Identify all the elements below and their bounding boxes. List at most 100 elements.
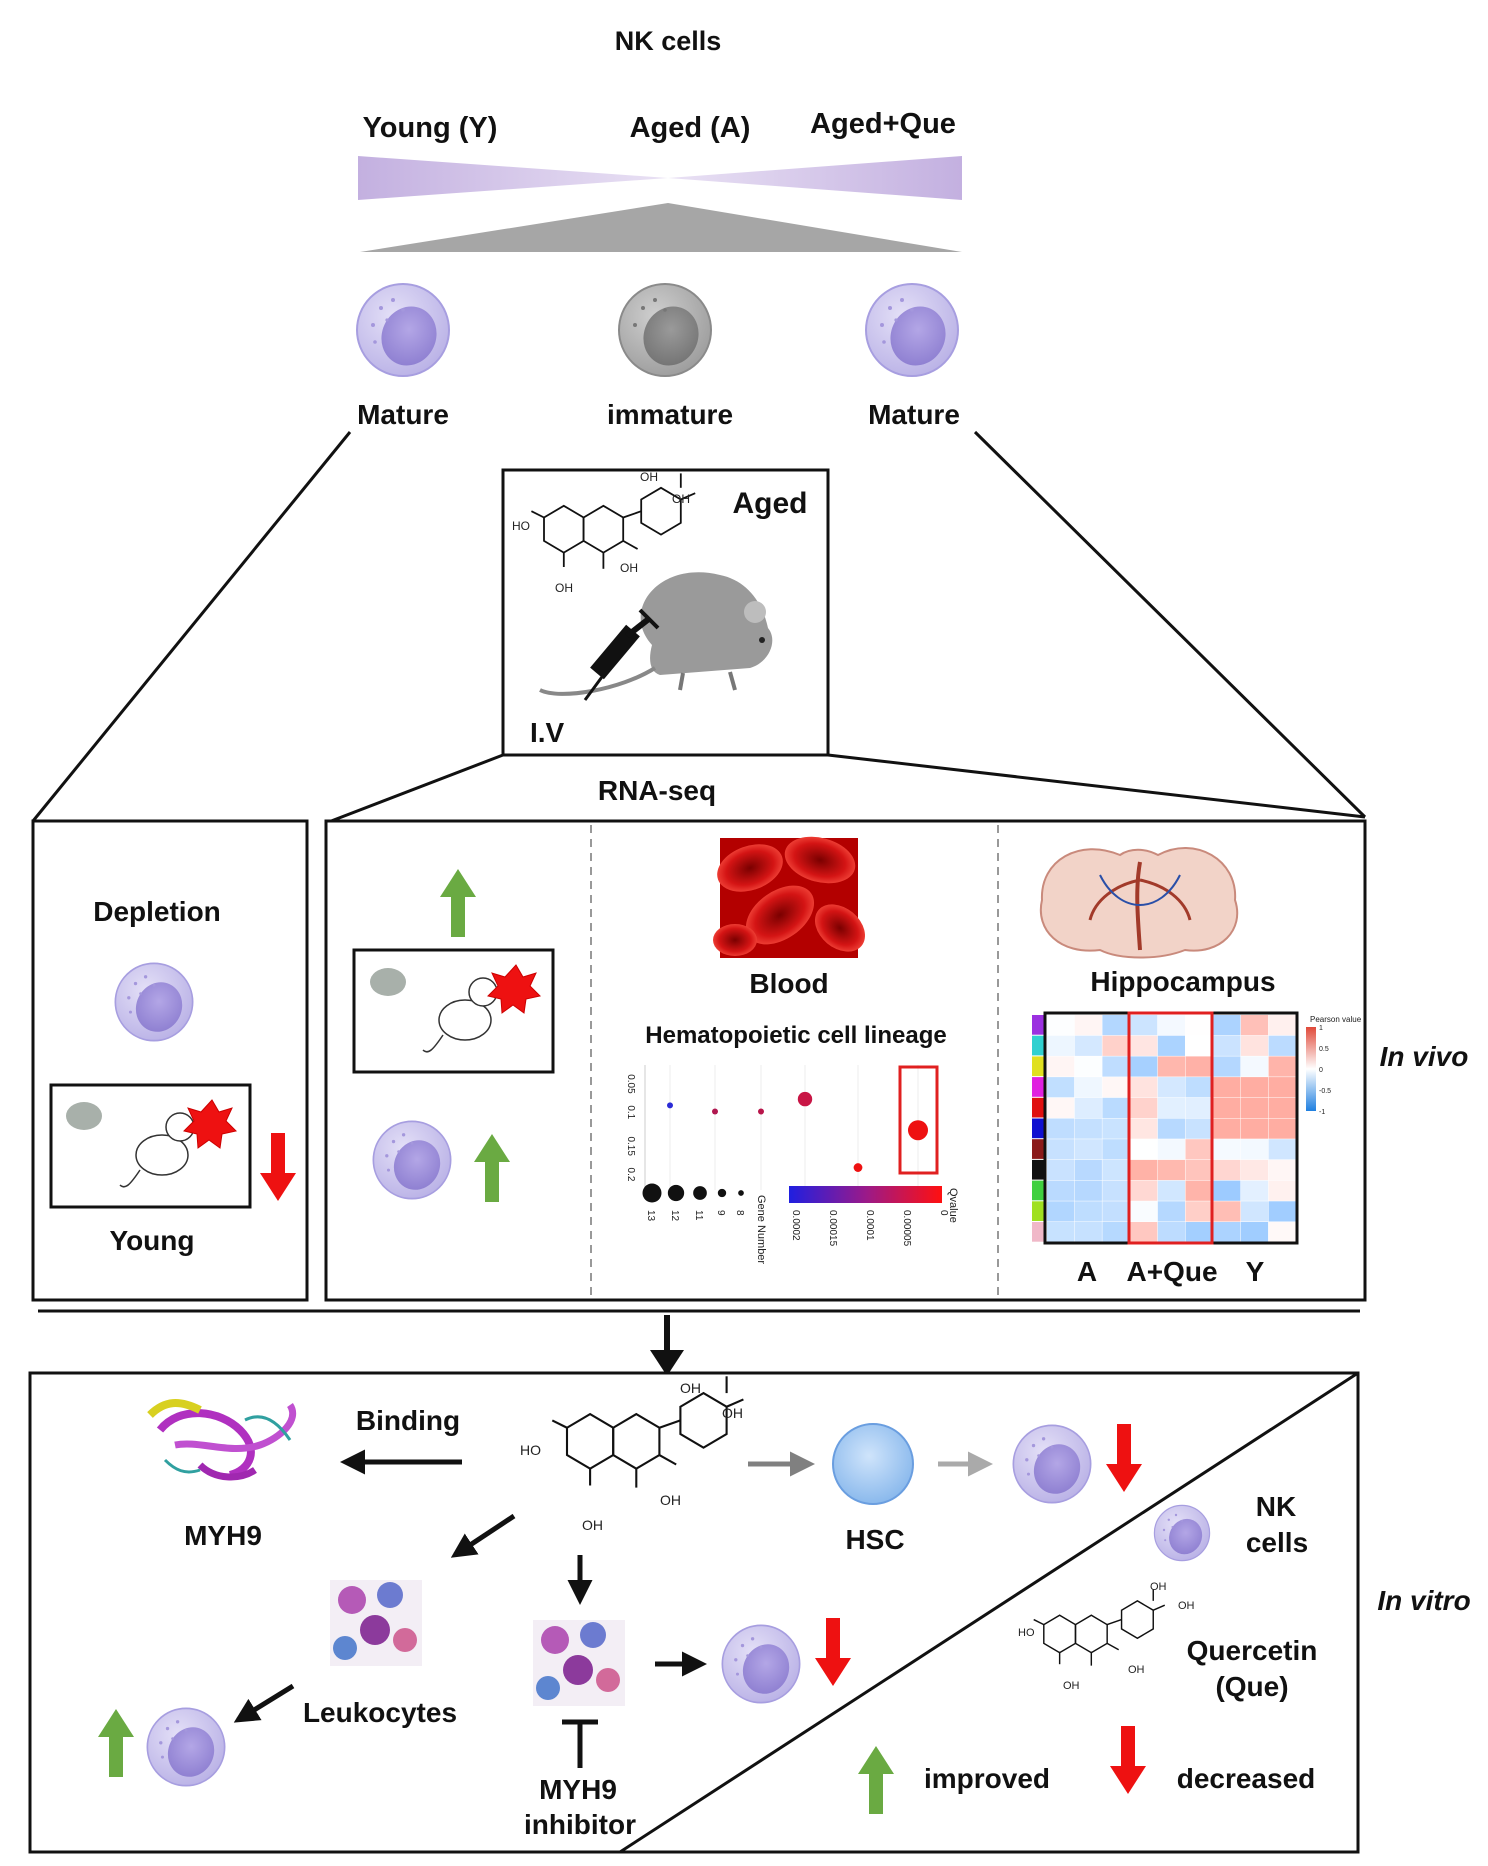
hsc-cell [832, 1423, 914, 1505]
heatmap-cell [1268, 1056, 1296, 1077]
gene-number-legend-dot [717, 1188, 727, 1198]
heatmap-cell [1268, 1222, 1296, 1243]
heatmap-cell [1102, 1035, 1130, 1056]
heatmap-cell [1185, 1077, 1213, 1098]
gene-number-legend-label: 9 [715, 1210, 726, 1216]
heatmap-module-color [1032, 1056, 1044, 1077]
heatmap-col-aque: A+Que [1126, 1256, 1217, 1287]
nk-cell-panel1 [372, 1120, 452, 1200]
zoom-line-box-right [827, 753, 1366, 819]
heatmap-cell [1268, 1159, 1296, 1181]
heatmap-cell [1102, 1139, 1130, 1160]
heatmap-cell [1102, 1118, 1130, 1139]
arrow-to-leukocytes [450, 1513, 516, 1558]
nk-cell-depletion [114, 962, 194, 1042]
qvalue-tick: 0.00015 [827, 1210, 838, 1247]
depletion-title: Depletion [93, 896, 221, 927]
legend-improved: improved [924, 1763, 1050, 1794]
heatmap-module-color [1032, 1097, 1044, 1118]
syringe-icon [583, 608, 660, 701]
oh-label: OH [660, 1492, 681, 1508]
heatmap-col-a: A [1077, 1256, 1097, 1287]
heatmap-cell [1268, 1201, 1296, 1222]
pearson-tick: -0.5 [1319, 1088, 1331, 1095]
heatmap-cell [1047, 1159, 1075, 1181]
heatmap-cell [1074, 1097, 1102, 1118]
legend-nk-line1: NK [1256, 1491, 1296, 1522]
chart-title: Hematopoietic cell lineage [645, 1022, 946, 1049]
gene-number-legend-dot [642, 1183, 662, 1203]
mouse-sketch-icon [422, 977, 498, 1053]
pearson-tick: -1 [1319, 1109, 1325, 1116]
heatmap-cell [1268, 1118, 1296, 1139]
hippocampus-title: Hippocampus [1090, 966, 1275, 997]
myh9-inhibitor-line1: MYH9 [539, 1774, 617, 1805]
heatmap-cell [1157, 1159, 1185, 1181]
heatmap-cell [1074, 1159, 1102, 1181]
immature-nk-cell-aged [618, 283, 712, 377]
heatmap-cell [1240, 1097, 1269, 1118]
myh9-label: MYH9 [184, 1520, 262, 1551]
heatmap-module-color [1032, 1201, 1044, 1221]
ho-label: HO [1018, 1627, 1035, 1639]
gene-number-legend-dot [738, 1190, 744, 1196]
heatmap-cell [1047, 1180, 1075, 1201]
zoom-line-box-left [325, 753, 504, 825]
nk-cell-from-leukocytes [146, 1707, 226, 1787]
oh-label: OH [620, 561, 638, 575]
oh-label: OH [1178, 1600, 1195, 1612]
heatmap-cell [1240, 1201, 1269, 1222]
inhibited-leukocytes-image [533, 1620, 625, 1706]
heatmap-module-color [1032, 1222, 1044, 1242]
label-young: Young (Y) [363, 112, 498, 144]
heatmap-cell [1185, 1222, 1213, 1243]
maturity-left: Mature [357, 399, 449, 430]
pearson-tick: 0.5 [1319, 1046, 1329, 1053]
heatmap-cell [1157, 1180, 1185, 1201]
scatter-y-tick: 0.2 [625, 1168, 636, 1182]
heatmap-cell [1157, 1056, 1185, 1077]
zoom-line-right [973, 430, 1367, 819]
young-caption: Young [109, 1225, 194, 1256]
heatmap-cell [1074, 1139, 1102, 1160]
heatmap-cell [1240, 1077, 1269, 1098]
heatmap-cell [1213, 1222, 1241, 1243]
nk-cell-from-hsc [1012, 1424, 1092, 1504]
scatter-point [908, 1120, 928, 1141]
heatmap-cell [1074, 1077, 1102, 1098]
heatmap-cell [1157, 1222, 1185, 1243]
heatmap-cell [1047, 1118, 1075, 1139]
heatmap-module-color [1032, 1159, 1044, 1180]
heatmap-cell [1157, 1097, 1185, 1118]
qvalue-tick: 0.00005 [901, 1210, 912, 1247]
label-aged-que: Aged+Que [810, 108, 956, 140]
pearson-tick: 1 [1319, 1025, 1323, 1032]
scatter-point [758, 1108, 764, 1115]
heatmap-col-y: Y [1246, 1256, 1265, 1287]
heatmap-cell [1268, 1077, 1296, 1098]
heatmap-cell [1047, 1139, 1075, 1160]
mature-nk-cell-aged-que [865, 283, 959, 377]
gene-number-legend-dot [693, 1186, 707, 1200]
myh9-inhibitor-line2: inhibitor [524, 1809, 636, 1840]
diagonal-divider [619, 1371, 1359, 1854]
heatmap-cell [1157, 1035, 1185, 1056]
heatmap-cell [1074, 1118, 1102, 1139]
heatmap-cell [1130, 1180, 1158, 1201]
qvalue-tick: 0 [938, 1210, 949, 1216]
heatmap-cell [1130, 1201, 1158, 1222]
gene-number-legend-label: 12 [669, 1210, 680, 1222]
scatter-point [797, 1091, 813, 1107]
iv-label: I.V [530, 717, 565, 748]
heatmap-cell [1102, 1201, 1130, 1222]
heatmap-cell [1185, 1097, 1213, 1118]
maturity-right: Mature [868, 399, 960, 430]
qvalue-tick: 0.0001 [864, 1210, 875, 1241]
qvalue-tick: 0.0002 [790, 1210, 801, 1241]
mature-nk-cell-young [356, 283, 450, 377]
heatmap-cell [1130, 1222, 1158, 1243]
red-star-icon [183, 1099, 238, 1149]
heatmap-cell [1102, 1015, 1130, 1036]
hematopoietic-scatter-plot: 0.050.10.150.2 [625, 1065, 928, 1190]
heatmap-cell [1074, 1201, 1102, 1222]
